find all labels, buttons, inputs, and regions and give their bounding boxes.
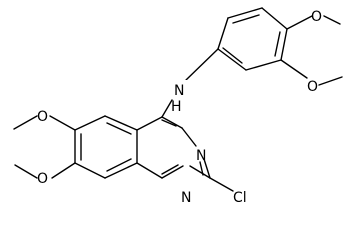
bond-inner <box>161 164 179 175</box>
n1-label: N <box>181 190 191 206</box>
quinazoline-core <box>74 115 211 179</box>
bond <box>181 127 197 147</box>
bond-inner <box>106 122 132 135</box>
bond <box>161 99 173 118</box>
amine-hydrogen-label: H <box>171 99 182 115</box>
bond <box>280 28 288 61</box>
bond <box>217 17 229 50</box>
bond-inner <box>106 158 132 172</box>
molecule-drawing: N H N N Cl O O O O <box>13 7 343 206</box>
bond-methoxy <box>49 115 76 131</box>
bond <box>209 177 234 192</box>
bond <box>136 162 163 179</box>
bond <box>74 115 106 131</box>
chloro-substituent <box>209 177 234 192</box>
bond <box>104 162 138 179</box>
bond <box>261 7 288 30</box>
bond <box>189 165 211 179</box>
bond <box>245 59 282 71</box>
methoxy-oxygen-lower-left-label: O <box>37 171 48 187</box>
bond-inner <box>161 119 177 127</box>
n3-label: N <box>196 148 206 164</box>
bond <box>185 48 219 81</box>
bond <box>104 115 138 131</box>
amine-linker <box>161 48 219 118</box>
bond-inner <box>222 47 243 64</box>
atom-labels: N H N N Cl O O O O <box>37 9 322 206</box>
bond <box>227 7 263 19</box>
bond <box>136 116 163 131</box>
bond <box>74 162 106 179</box>
chlorine-label: Cl <box>233 190 247 206</box>
bond <box>161 116 183 129</box>
bond-inner <box>232 14 260 24</box>
bond-methoxy <box>14 164 38 179</box>
methoxy-oxygen-right-label: O <box>307 79 318 95</box>
amine-nitrogen-label: N <box>174 83 184 99</box>
bond-methoxy <box>323 15 341 25</box>
bond-methoxy <box>13 115 38 130</box>
dimethoxyphenyl-ring <box>217 7 343 86</box>
bond-methoxy <box>286 15 313 30</box>
bond-methoxy <box>51 162 76 179</box>
bond <box>217 48 247 71</box>
bond <box>161 165 184 179</box>
methoxy-oxygen-upper-left-label: O <box>37 109 48 125</box>
bond-methoxy <box>318 76 343 86</box>
benzo-methoxy-groups <box>13 115 76 179</box>
bond-inner <box>199 161 204 176</box>
methoxy-oxygen-top-label: O <box>311 9 322 25</box>
bond-methoxy <box>280 59 308 79</box>
bond-inner <box>274 31 281 57</box>
bond <box>203 158 211 179</box>
